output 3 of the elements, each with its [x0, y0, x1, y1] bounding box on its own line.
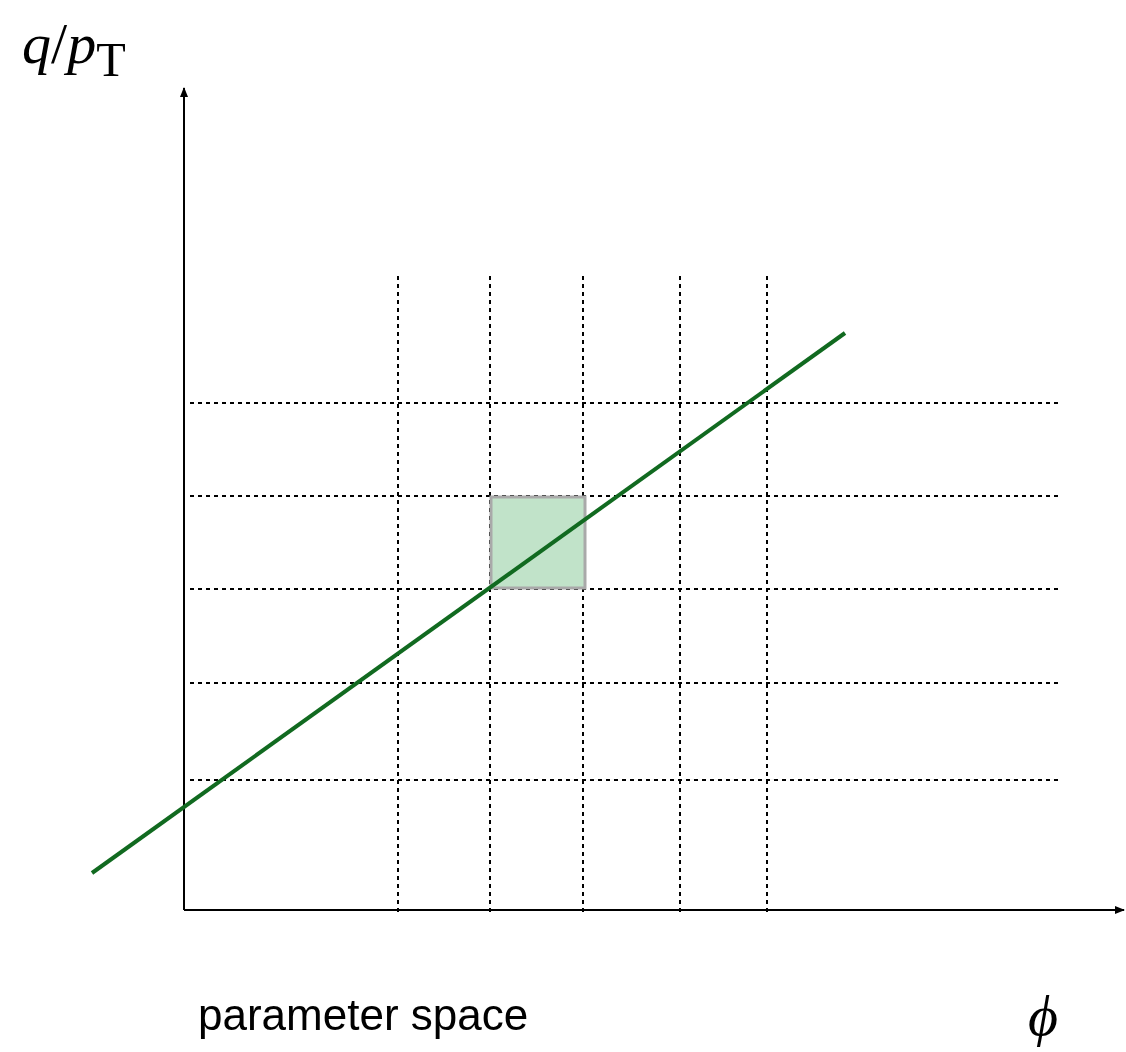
- caption-text: parameter space: [198, 990, 529, 1040]
- axis-label: q/p$_{T}$: [22, 10, 126, 87]
- axis-label: ϕ: [1028, 982, 1059, 1049]
